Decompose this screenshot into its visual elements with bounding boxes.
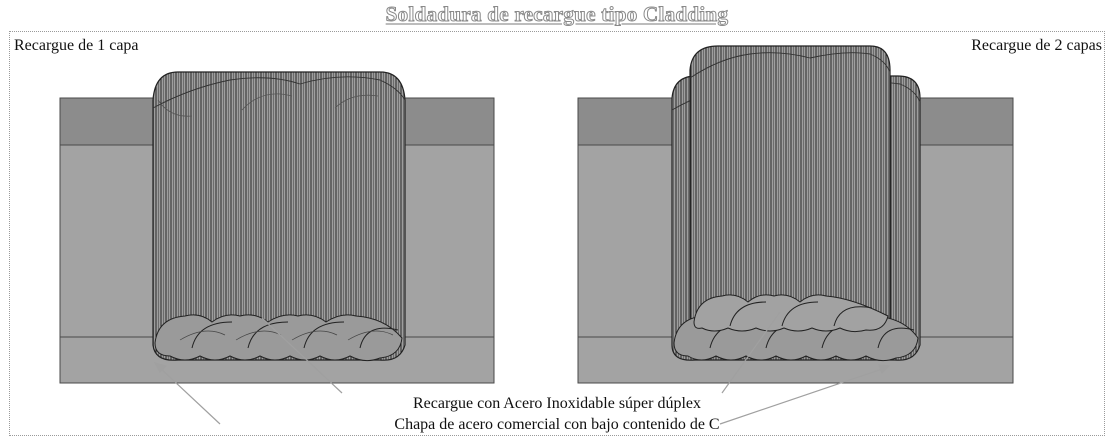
leader-plate-left	[157, 365, 221, 425]
leader-plate-right	[719, 367, 886, 425]
callout-cladding-material: Recargue con Acero Inoxidable súper dúpl…	[412, 395, 702, 412]
diagram-frame	[9, 31, 1105, 436]
weld-beads-two-layers	[673, 294, 919, 362]
leader-cladding-left	[261, 317, 343, 394]
weld-deposit-one-layer	[152, 71, 406, 361]
leader-plate-right-arrowhead	[878, 364, 891, 375]
callout-base-plate-material: Chapa de acero comercial con bajo conten…	[394, 416, 720, 433]
leader-cladding-right	[721, 311, 781, 394]
callout-leaders	[153, 311, 891, 425]
leader-plate-left-arrowhead	[153, 362, 168, 373]
diagram-title: Soldadura de recargue tipo Cladding	[385, 2, 729, 27]
panel-label-two-layers: Recargue de 2 capas	[971, 37, 1102, 54]
weld-beads-one-layer	[154, 314, 403, 362]
panel-label-one-layer: Recargue de 1 capa	[14, 37, 139, 54]
weld-deposit-second-layer	[689, 45, 891, 339]
